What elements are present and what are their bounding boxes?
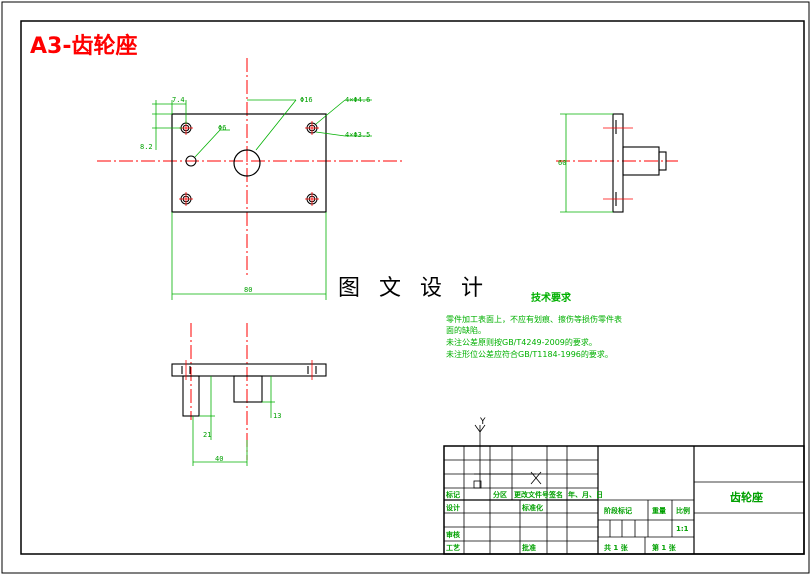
dim-label: 40 <box>215 455 223 463</box>
tech-line: 未注形位公差应符合GB/T1184-1996的要求。 <box>446 349 613 359</box>
tech-requirements: 技术要求 零件加工表面上，不应有划痕、擦伤等损伤零件表 面的缺陷。 未注公差原则… <box>446 291 622 359</box>
dim-label: 4×Φ4.6 <box>345 96 370 104</box>
tb-stage-mark: 阶段标记 <box>604 506 632 515</box>
tb-change-doc: 更改文件号 <box>514 490 549 499</box>
tech-heading: 技术要求 <box>531 291 572 304</box>
watermark: 图 文 设 计 <box>338 276 489 301</box>
tb-scale: 比例 <box>676 506 690 515</box>
dim-label: Φ16 <box>300 96 313 104</box>
tb-sheets-total: 共 1 张 <box>604 543 629 552</box>
bottom-view: 21 13 40 <box>171 323 327 466</box>
tb-mark: 标记 <box>445 490 460 499</box>
tb-design: 设计 <box>446 503 460 512</box>
dim-label: 8.2 <box>140 143 153 151</box>
side-view: 60 <box>556 113 678 213</box>
tb-approve: 批准 <box>522 543 536 552</box>
tech-line: 未注公差原则按GB/T4249-2009的要求。 <box>446 337 597 347</box>
dim-label: 60 <box>558 159 566 167</box>
tb-signature: 签名 <box>548 490 563 499</box>
ucs-axis-icon <box>473 424 542 489</box>
dim-label: 4×Φ3.5 <box>345 131 370 139</box>
dim-label: 21 <box>203 431 211 439</box>
sheet-title: A3-齿轮座 <box>30 33 137 59</box>
tb-part-name: 齿轮座 <box>730 490 763 504</box>
tech-line: 零件加工表面上，不应有划痕、擦伤等损伤零件表 <box>446 314 622 324</box>
tb-sheet-no: 第 1 张 <box>652 543 677 552</box>
tb-process: 工艺 <box>446 543 460 552</box>
dim-label: 7.4 <box>172 96 185 104</box>
tb-zone: 分区 <box>493 490 507 499</box>
tb-scale-value: 1:1 <box>676 525 689 533</box>
dim-label: Φ6 <box>218 124 226 132</box>
dim-label: 80 <box>244 286 252 294</box>
tb-weight: 重量 <box>652 506 666 515</box>
tb-review: 审核 <box>446 530 460 539</box>
front-view: 7.4 Φ16 4×Φ4.6 Φ6 4×Φ3.5 8.2 80 <box>97 58 405 300</box>
inner-frame <box>20 20 805 555</box>
tb-standardize: 标准化 <box>521 503 543 512</box>
tb-date: 年、月、日 <box>568 490 603 499</box>
title-block <box>443 445 805 555</box>
tech-line: 面的缺陷。 <box>446 325 486 335</box>
y-axis-label: Y <box>479 417 486 427</box>
dim-label: 13 <box>273 412 281 420</box>
